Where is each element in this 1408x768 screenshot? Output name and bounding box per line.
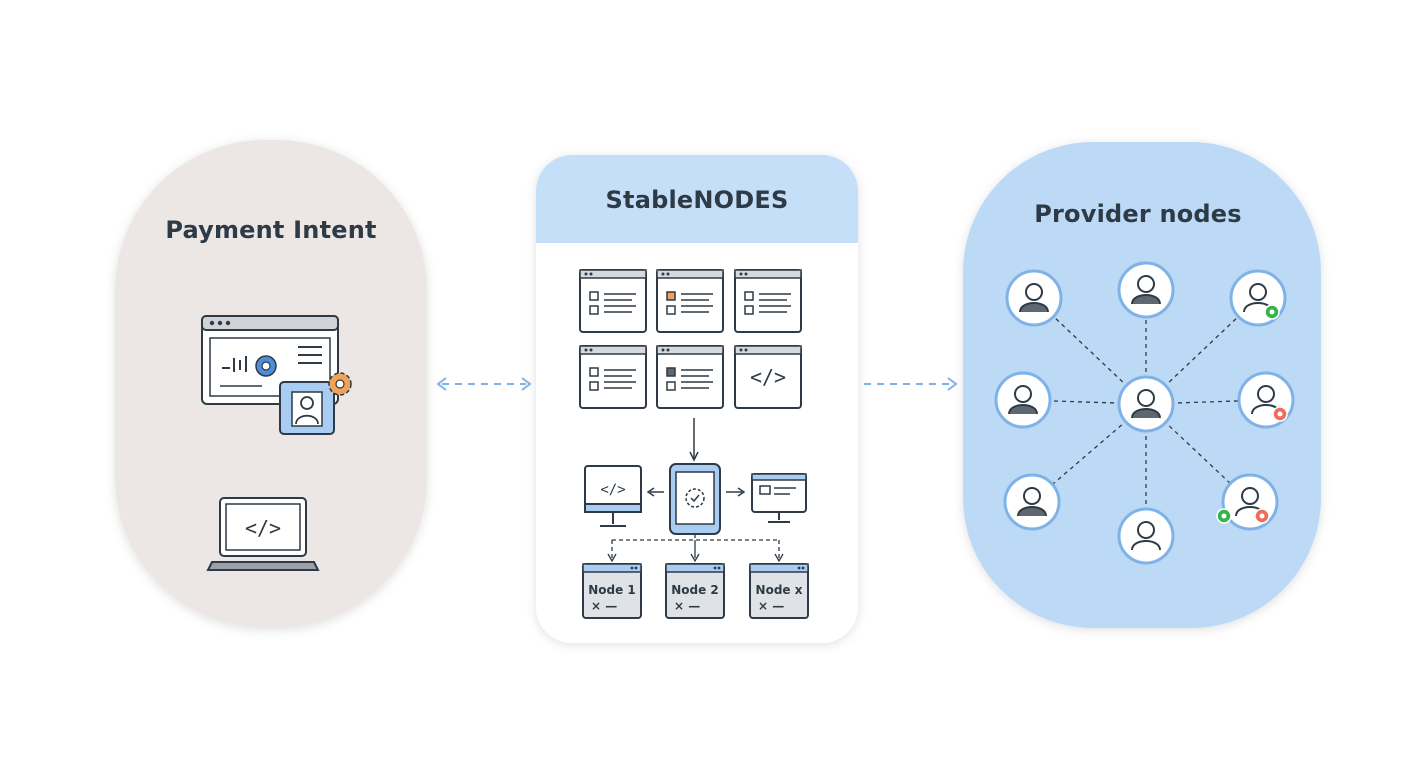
laptop-code-label: </>	[245, 516, 281, 540]
user-profile-icon	[279, 381, 335, 435]
payment-intent-title: Payment Intent	[165, 216, 377, 244]
node-controls: × —	[674, 599, 700, 613]
provider-node-icon	[994, 371, 1052, 429]
provider-node-icon	[1216, 473, 1279, 531]
node-box: Node 1 × —	[582, 563, 642, 619]
node-controls: × —	[758, 599, 784, 613]
app-tile	[579, 269, 647, 333]
provider-node-icon	[1237, 371, 1295, 429]
node-box: Node 2 × —	[665, 563, 725, 619]
tablet-gear-icon	[669, 463, 721, 535]
node-box: Node x × —	[749, 563, 809, 619]
provider-node-icon	[1117, 375, 1175, 433]
app-tile	[656, 269, 724, 333]
provider-node-icon	[1005, 269, 1063, 327]
app-tile	[734, 269, 802, 333]
provider-network	[994, 261, 1295, 565]
provider-nodes-title: Provider nodes	[1034, 200, 1242, 228]
node-label: Node 1	[588, 583, 636, 597]
node-label: Node x	[756, 583, 803, 597]
node-boxes: Node 1 × — Node 2 × — Node x × —	[582, 563, 809, 619]
laptop-code-icon: </>	[206, 497, 320, 571]
node-controls: × —	[591, 599, 617, 613]
code-tile-label: </>	[750, 365, 786, 389]
monitor-code-icon: </>	[584, 465, 642, 527]
desktop-icon	[751, 473, 807, 523]
app-tile-grid	[579, 269, 802, 409]
right-arrow	[864, 377, 958, 391]
provider-node-icon	[1003, 473, 1061, 531]
provider-node-icon	[1117, 507, 1175, 565]
app-tile	[579, 345, 647, 409]
app-tile	[734, 345, 802, 409]
node-label: Node 2	[671, 583, 719, 597]
stablenodes-title: StableNODES	[605, 186, 789, 214]
left-bidirectional-arrow	[436, 377, 532, 391]
payment-intent-panel: </>	[115, 140, 427, 628]
monitor-code-label: </>	[600, 482, 625, 498]
provider-nodes-panel	[963, 142, 1321, 628]
stablenodes-panel: </> </>	[536, 155, 858, 643]
node-distribution-lines	[607, 534, 784, 563]
gear-icon	[328, 372, 352, 396]
provider-node-icon	[1117, 261, 1175, 319]
provider-node-icon	[1229, 269, 1287, 327]
app-tile	[656, 345, 724, 409]
